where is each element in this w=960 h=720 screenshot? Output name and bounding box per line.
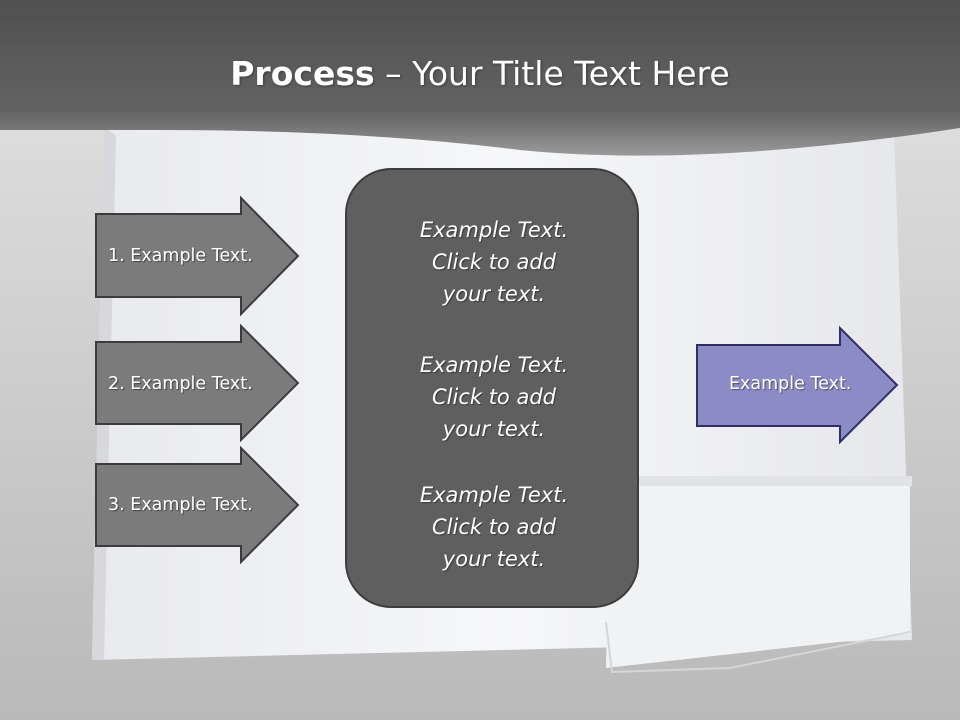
panel-text-line: your text. [442, 417, 546, 441]
input-arrow-3 [95, 445, 300, 565]
output-arrow [696, 325, 899, 445]
panel-text-line: your text. [442, 282, 546, 306]
input-arrow-1 [95, 195, 300, 317]
panel-text-block-3: Example Text. Click to add your text. [347, 479, 641, 575]
title-bold: Process [230, 54, 375, 93]
panel-text-line: your text. [442, 547, 546, 571]
panel-text-line: Example Text. [419, 218, 569, 242]
process-panel: Example Text. Click to add your text. Ex… [345, 168, 639, 608]
panel-text-block-1: Example Text. Click to add your text. [347, 214, 641, 310]
input-arrow-2-label: 2. Example Text. [108, 374, 253, 394]
panel-text-block-2: Example Text. Click to add your text. [347, 349, 641, 445]
slide-title: Process – Your Title Text Here [0, 52, 960, 96]
input-arrow-3-label: 3. Example Text. [108, 495, 253, 515]
input-arrow-2 [95, 323, 300, 443]
output-arrow-label: Example Text. [729, 374, 852, 394]
panel-text-line: Click to add [431, 385, 556, 409]
panel-text-line: Click to add [431, 515, 556, 539]
panel-text-line: Example Text. [419, 483, 569, 507]
input-arrow-1-label: 1. Example Text. [108, 246, 253, 266]
panel-text-line: Click to add [431, 250, 556, 274]
title-rest: – Your Title Text Here [374, 54, 730, 93]
panel-text-line: Example Text. [419, 353, 569, 377]
